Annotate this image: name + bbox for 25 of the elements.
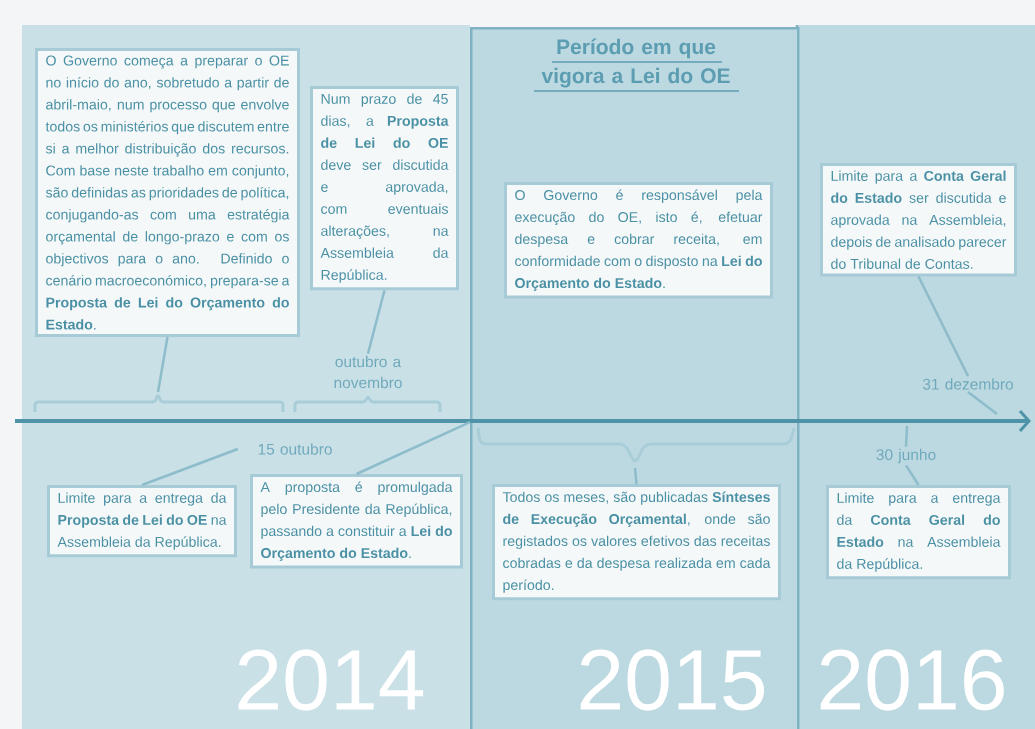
date-label: 15 outubro [258,443,332,455]
bracket [476,427,796,462]
date-label: 31 dezembro [922,378,1013,390]
leader-line [633,467,638,485]
text-box: O Governo é responsável pela execução do OE, isto é, efetuar despesa e cobrar receita, em conformidade com o disposto na Lei do Orçamento do Estado. [504,182,773,299]
text-box: Limite para a entrega da Proposta de Lei do OE na Assembleia da República. [47,485,237,558]
leader-line [904,425,909,447]
date-label: outubro a novembro [334,355,402,389]
leader-line [156,336,169,393]
date-label: 30 junho [876,448,936,464]
leader-line [967,390,998,415]
leader-line [141,447,239,487]
text-box: Num prazo de 45 dias, a Proposta de Lei do OE deve ser discutida e aprovada, com eventuais alterações, na Assembleia da República. [310,86,459,291]
text-box: Limite para a entrega da Conta Geral do Estado na Assembleia da República. [826,485,1011,580]
leader-line [366,289,386,354]
year-label: 2016 [820,649,1004,711]
leader-line [356,420,471,476]
leader-line [904,464,920,486]
text-box: Todos os meses, são publicadas Sínteses de Execução Orçamental, onde são registados os valores efetivos das receitas cobradas e da despesa realizada em cada período. [492,484,781,601]
leader-line [917,275,970,377]
year-label: 2015 [580,649,764,711]
text-box: A proposta é promulgada pelo Presidente da República, passando a constituir a Lei do Orçamento do Estado. [250,474,463,569]
bracket [33,394,285,412]
text-box: O Governo começa a preparar o OE no início do ano, sobretudo a partir de abril-maio, num processo que envolve todos os ministérios que discutem entre si a melhor distribuição dos recursos. Com base neste trabalho em conjunto, são definidas as prioridades de política, conjugando-as com uma estratégia orçamental de longo-prazo e com os objectivos para o ano. Definido o cenário macroeconómico, prepara-se a Proposta de Lei do Orçamento do Estado. [35,48,300,338]
text-box: Limite para a Conta Geral do Estado ser discutida e aprovada na Assembleia, depois de analisado parecer do Tribunal de Contas. [820,163,1017,277]
